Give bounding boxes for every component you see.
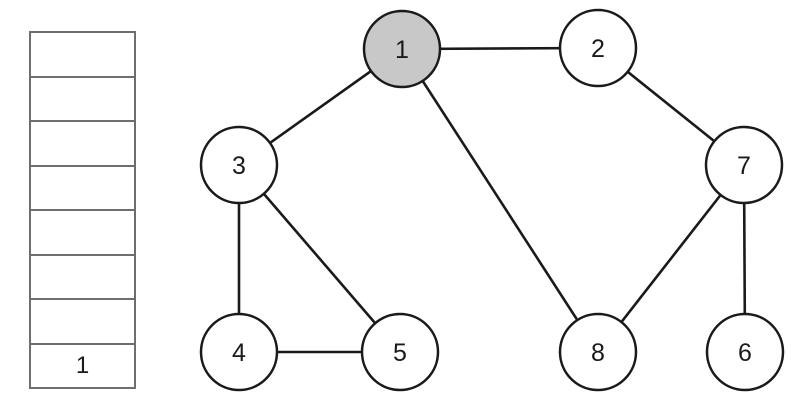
edge-7-8 — [596, 164, 746, 353]
node-circle-2 — [558, 8, 638, 88]
stack: 1 — [29, 31, 136, 389]
node-label-7: 7 — [737, 152, 751, 180]
stack-cell-7: 1 — [31, 344, 134, 387]
stack-cell-3 — [31, 166, 134, 211]
edge-1-8 — [400, 48, 600, 353]
node-circle-5 — [360, 312, 440, 392]
graph-node-5: 5 — [360, 312, 440, 392]
graph-node-3: 3 — [199, 125, 279, 205]
node-circle-3 — [199, 125, 279, 205]
stack-cell-6 — [31, 300, 134, 345]
node-label-2: 2 — [591, 35, 605, 63]
node-circle-1 — [362, 9, 442, 89]
node-label-4: 4 — [232, 339, 246, 367]
node-circle-8 — [558, 312, 638, 392]
graph-node-6: 6 — [705, 312, 785, 392]
stack-cell-0 — [31, 33, 134, 78]
node-circle-4 — [199, 312, 279, 392]
node-label-3: 3 — [232, 152, 246, 180]
node-label-8: 8 — [591, 339, 605, 367]
stack-cell-4 — [31, 211, 134, 256]
graph-node-2: 2 — [558, 8, 638, 88]
node-label-1: 1 — [395, 36, 409, 64]
node-label-6: 6 — [738, 339, 752, 367]
node-label-5: 5 — [393, 339, 407, 367]
graph-node-1: 1 — [362, 9, 442, 89]
stack-cell-1 — [31, 77, 134, 122]
graph-node-4: 4 — [199, 312, 279, 392]
stack-cell-2 — [31, 122, 134, 167]
node-circle-6 — [705, 312, 785, 392]
graph-node-7: 7 — [704, 125, 784, 205]
stack-cell-5 — [31, 255, 134, 300]
edge-3-5 — [238, 164, 401, 353]
graph-node-8: 8 — [558, 312, 638, 392]
node-circle-7 — [704, 125, 784, 205]
